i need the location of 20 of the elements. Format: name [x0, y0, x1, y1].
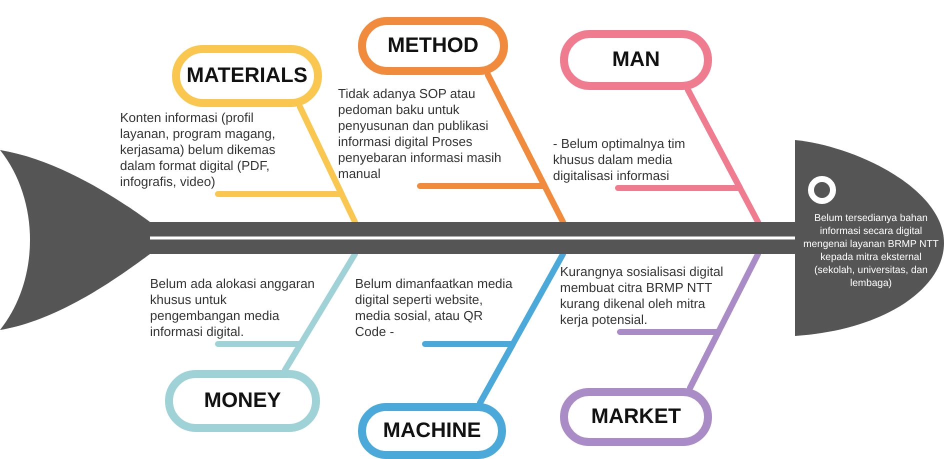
- category-label: MAN: [560, 30, 712, 90]
- cause-text: - Belum optimalnya tim khusus dalam media digitalisasi informasi: [553, 136, 711, 184]
- leader-line: [215, 104, 345, 197]
- cause-text: Konten informasi (profil layanan, program magang, kerjasama) belum dikemas dalam format digital (PDF, infografis, video): [120, 110, 306, 190]
- category-label: MATERIALS: [172, 45, 322, 107]
- category-label: METHOD: [358, 17, 508, 75]
- cause-text: Kurangnya sosialisasi digital membuat citra BRMP NTT kurang dikenal oleh mitra kerja potensial.: [560, 264, 725, 328]
- leader-line: [615, 87, 743, 191]
- fish-head: [795, 138, 944, 338]
- leader-line: [215, 341, 304, 373]
- head-text: Belum tersedianya bahan informasi secara digital mengenai layanan BRMP NTT kepada mitra eksternal (sekolah, universitas, dan lembaga): [803, 212, 939, 290]
- category-label: MONEY: [165, 370, 320, 432]
- category-label: MARKET: [560, 388, 712, 446]
- cause-text: Belum dimanfaatkan media digital seperti website, media sosial, atau QR Code -: [355, 276, 517, 340]
- leader-line: [417, 72, 548, 189]
- leader-line: [422, 341, 516, 406]
- leader-line: [617, 329, 722, 391]
- cause-text: Belum ada alokasi anggaran khusus untuk pengembangan media informasi digital.: [150, 276, 320, 340]
- cause-text: Tidak adanya SOP atau pedoman baku untuk penyusunan dan publikasi informasi digital Proses penyebaran informasi masih manual: [338, 86, 508, 182]
- category-label: MACHINE: [358, 403, 506, 459]
